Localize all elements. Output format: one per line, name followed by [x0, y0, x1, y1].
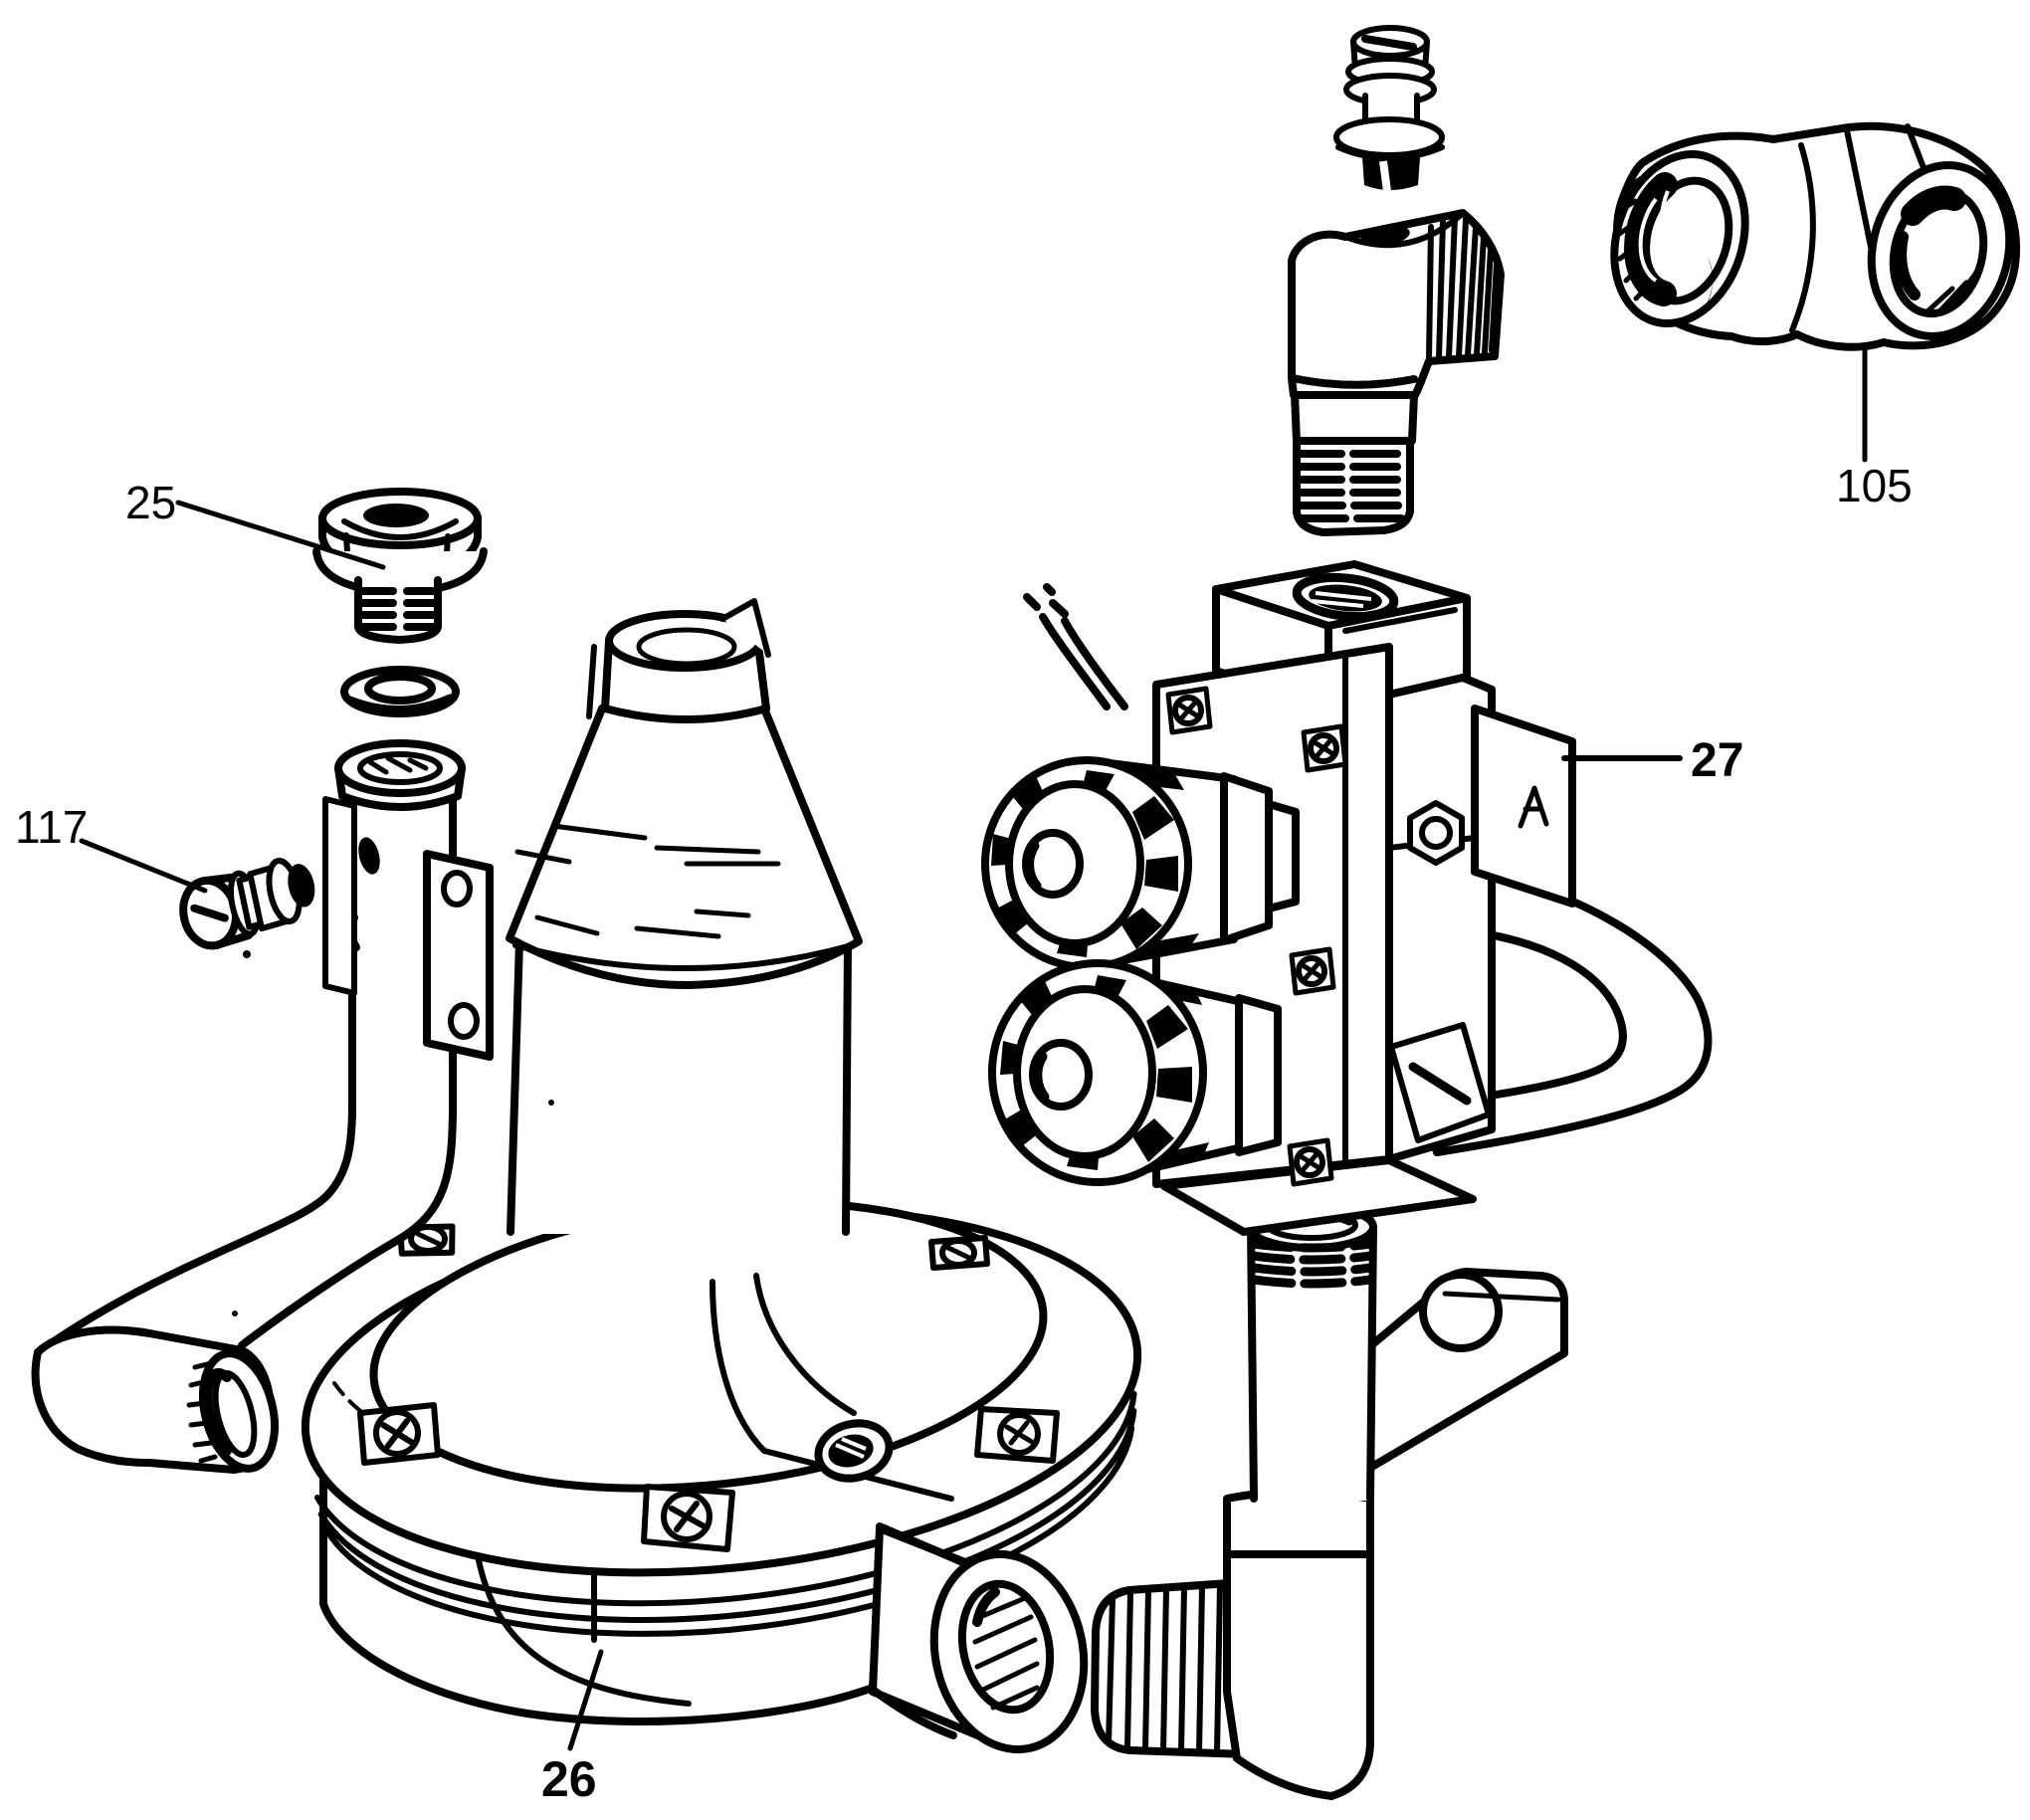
- svg-text:26: 26: [541, 1751, 597, 1807]
- svg-text:25: 25: [125, 477, 176, 528]
- svg-text:105: 105: [1836, 460, 1913, 511]
- svg-text:27: 27: [1691, 734, 1743, 787]
- svg-text:117: 117: [15, 801, 88, 853]
